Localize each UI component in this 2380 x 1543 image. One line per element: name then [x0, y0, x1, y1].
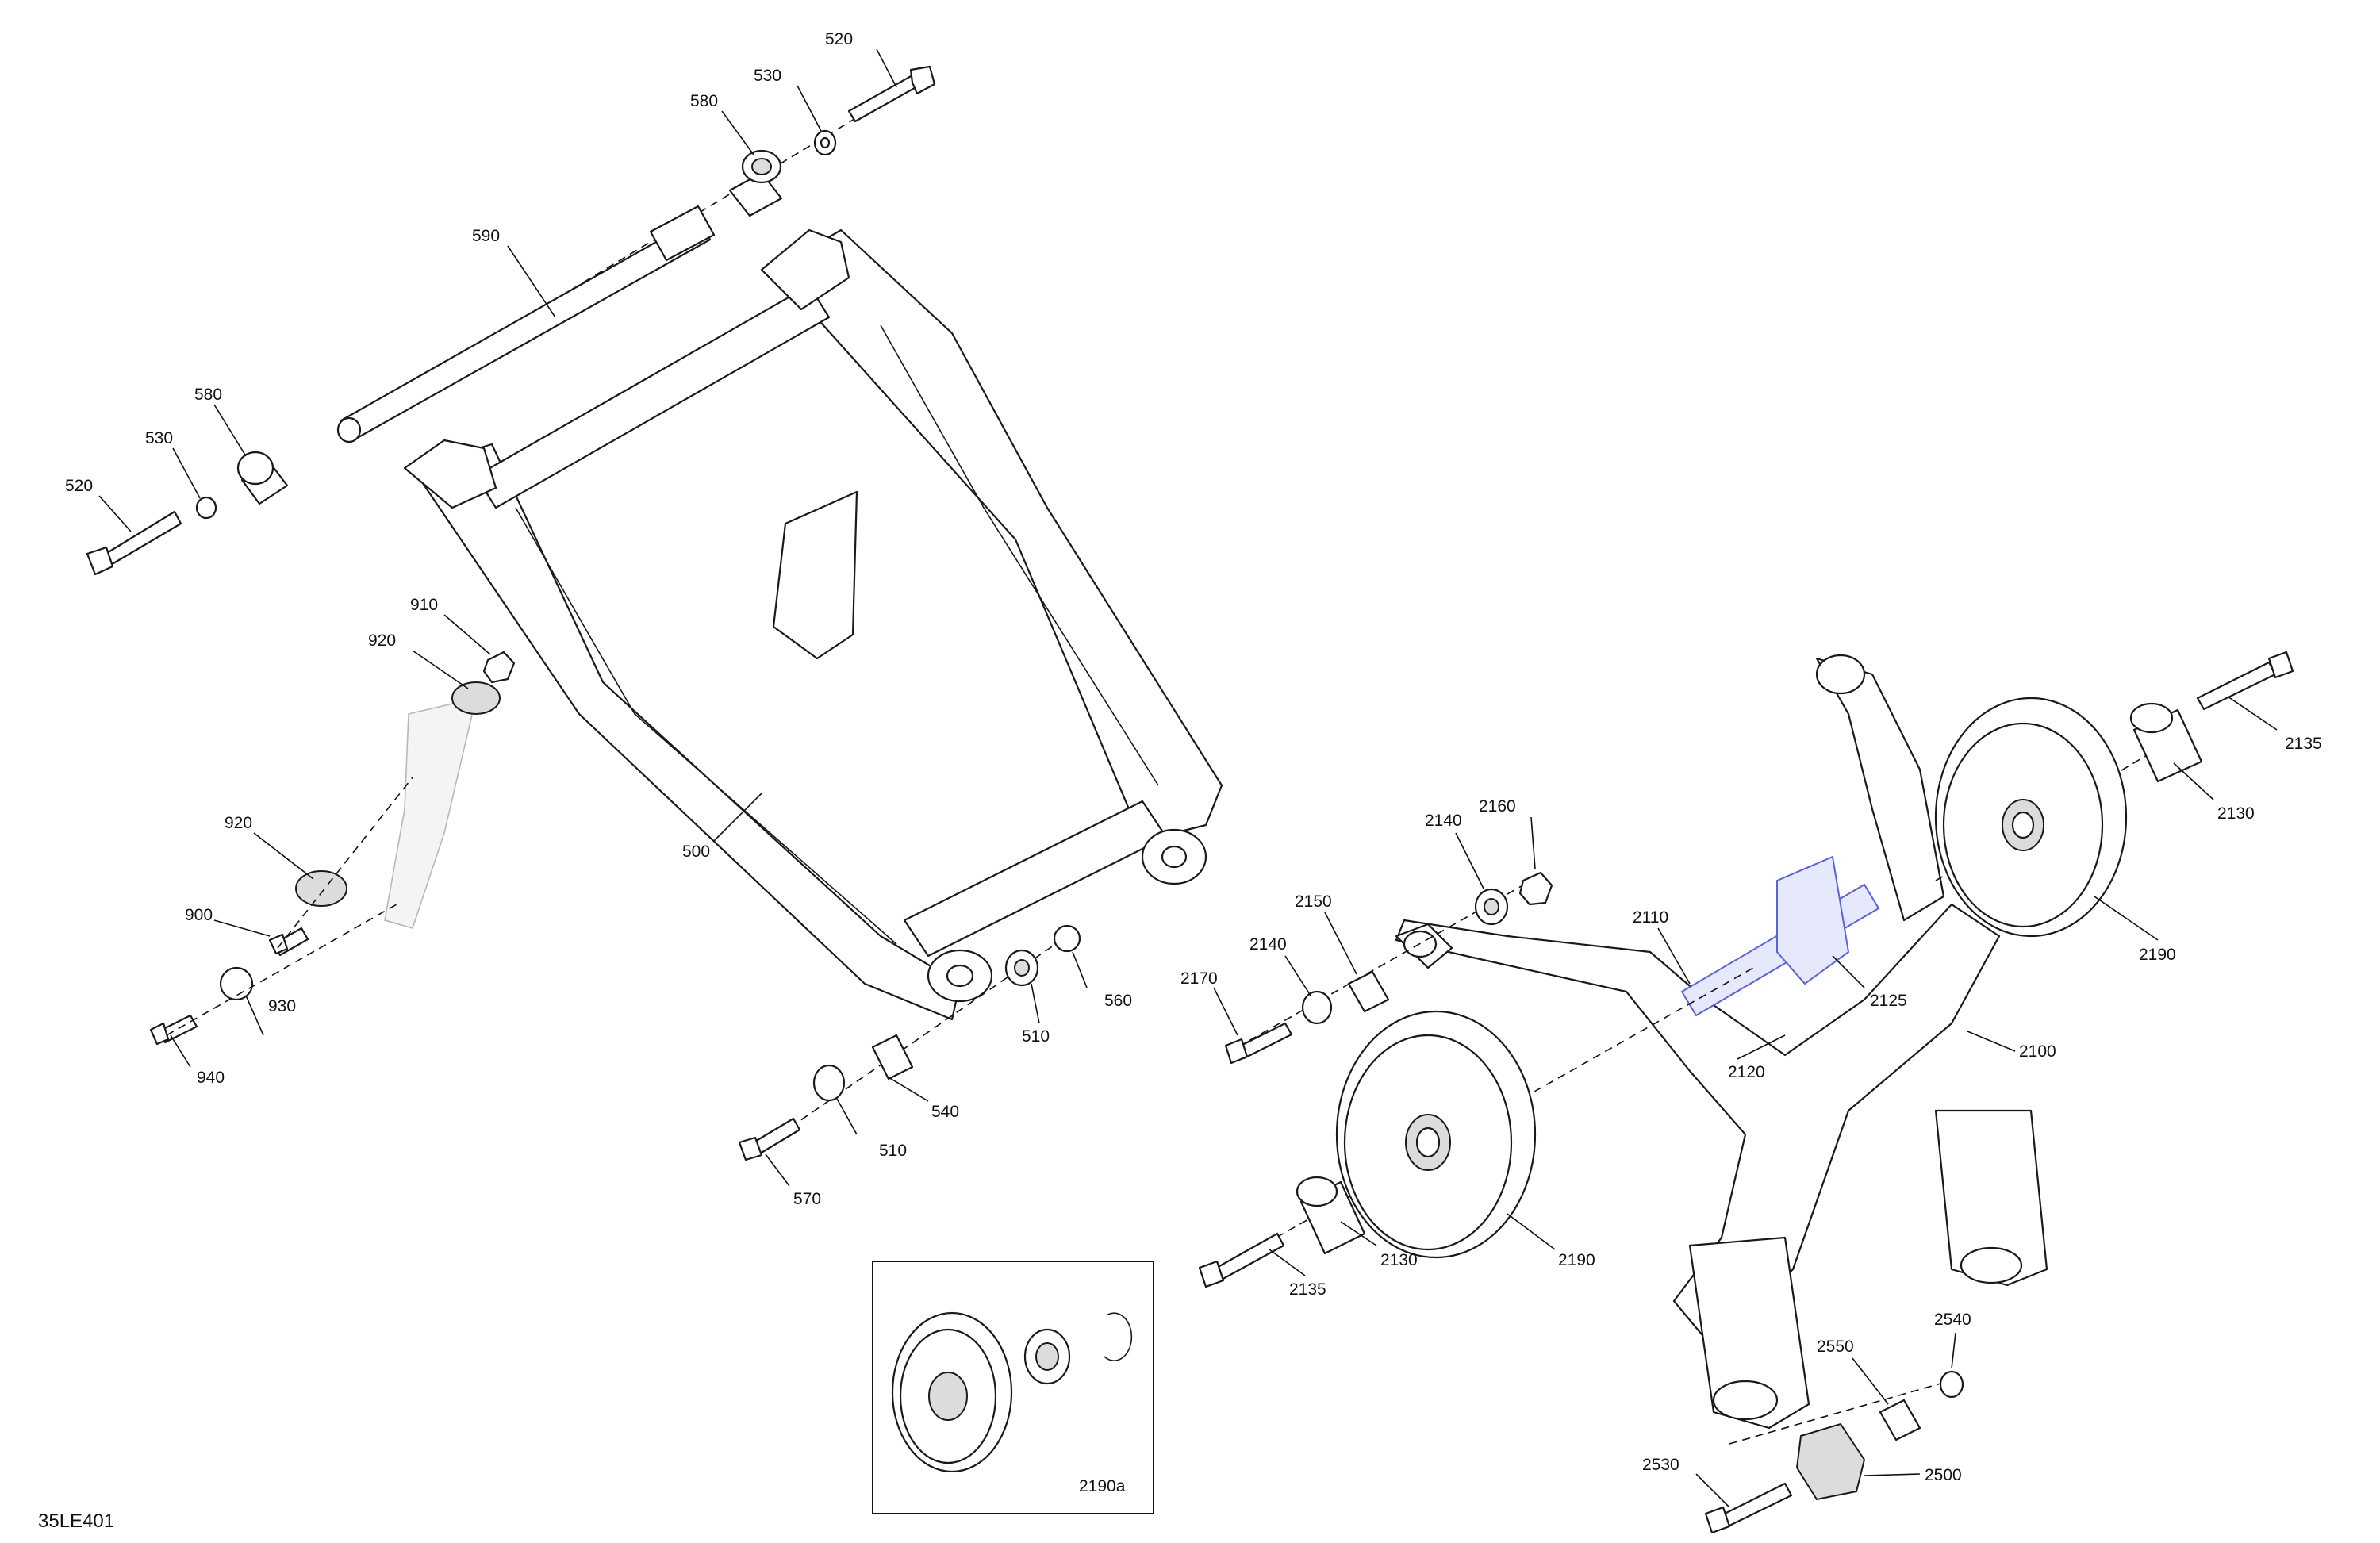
- detail-inset-2190a: 2190a: [872, 1261, 1154, 1514]
- bracket-2125: [1776, 855, 1850, 985]
- pivot-hardware-500: [738, 924, 1081, 1161]
- callout-2110: 2110: [1633, 908, 1668, 927]
- stopper-block-2500: [1795, 1422, 1866, 1501]
- left-arm-hardware: [1224, 871, 1553, 1065]
- callout-2135-right: 2135: [2285, 735, 2322, 753]
- shaft-590: [336, 205, 716, 443]
- bushing-560: [1053, 924, 1081, 953]
- callout-920-lower: 920: [225, 814, 252, 832]
- callout-910: 910: [410, 596, 438, 614]
- callout-2160: 2160: [1479, 797, 1516, 816]
- callout-2550: 2550: [1817, 1338, 1854, 1356]
- inset-snap-ring: [1104, 1312, 1133, 1361]
- callout-2120: 2120: [1728, 1063, 1765, 1081]
- callout-560: 560: [1104, 992, 1132, 1010]
- callout-2190-right: 2190: [2139, 946, 2176, 964]
- guard-plate: [384, 697, 478, 929]
- callout-2530: 2530: [1642, 1456, 1679, 1474]
- callout-530-left: 530: [145, 429, 173, 447]
- bushing-580-top: [728, 149, 783, 217]
- washer-2540: [1939, 1370, 1964, 1399]
- bolt-2530: [1704, 1482, 1793, 1534]
- callout-2170: 2170: [1180, 969, 1218, 988]
- callout-540: 540: [931, 1103, 959, 1121]
- stopper-assembly: [1704, 1370, 1964, 1534]
- bolt-520-left: [86, 510, 182, 576]
- callout-510-lower: 510: [879, 1142, 907, 1160]
- callout-2130-left: 2130: [1380, 1251, 1418, 1269]
- top-shaft-assembly: [86, 65, 936, 576]
- nut-2160: [1518, 871, 1553, 906]
- callout-2100: 2100: [2019, 1042, 2056, 1061]
- callout-labels: 520 530 580 590 580 530 520 910 920 920 …: [65, 30, 2322, 1484]
- leader-lines: [98, 48, 2278, 1508]
- a-frame-500: [403, 228, 1223, 1021]
- callout-590: 590: [472, 227, 500, 245]
- rear-frame-2100: [1395, 654, 2048, 1430]
- callout-2140-lower: 2140: [1250, 935, 1287, 954]
- callout-900: 900: [185, 906, 213, 924]
- bolt-2135-left: [1198, 1232, 1285, 1288]
- spacer-930: [219, 966, 254, 1001]
- callout-2540: 2540: [1934, 1311, 1971, 1329]
- bolt-940: [149, 1014, 198, 1046]
- guard-assembly: [149, 651, 516, 1046]
- callout-930: 930: [268, 997, 296, 1015]
- callout-2500: 2500: [1925, 1466, 1962, 1484]
- inset-label: 2190a: [1079, 1477, 1126, 1495]
- callout-580-top: 580: [690, 92, 718, 110]
- callout-920-top: 920: [368, 631, 396, 650]
- bolt-2170: [1224, 1022, 1293, 1065]
- callout-510-upper: 510: [1022, 1027, 1050, 1046]
- washer-920-lower: [295, 870, 347, 907]
- bushing-2130-left: [1296, 1176, 1366, 1255]
- callout-530-top: 530: [754, 67, 781, 85]
- callout-2130-right: 2130: [2217, 804, 2255, 823]
- callout-520-top: 520: [825, 30, 853, 48]
- washer-920-top: [451, 681, 501, 715]
- spacer-540: [871, 1034, 914, 1080]
- spacer-2150: [1347, 970, 1390, 1013]
- idler-wheel-2190-right: [1934, 697, 2190, 938]
- callout-580-left: 580: [194, 386, 222, 404]
- callout-2150: 2150: [1295, 892, 1332, 911]
- spacer-2550: [1879, 1399, 1921, 1441]
- callout-520-left: 520: [65, 477, 93, 495]
- callout-940: 940: [197, 1069, 225, 1087]
- washer-2140-lower: [1301, 990, 1333, 1025]
- callout-2140-upper: 2140: [1425, 812, 1462, 830]
- nut-910: [482, 651, 516, 684]
- callout-2135-left: 2135: [1289, 1280, 1326, 1299]
- bolt-2135-right: [2196, 651, 2294, 711]
- callout-2190-left: 2190: [1558, 1251, 1595, 1269]
- bolt-900: [268, 927, 309, 957]
- drawing-code: 35LE401: [38, 1510, 114, 1532]
- bushing-580-left: [236, 451, 289, 505]
- bolt-520-top: [847, 65, 936, 123]
- bushing-510-lower: [812, 1064, 846, 1102]
- idler-wheel-2190-left: [1205, 967, 1754, 1278]
- callout-570: 570: [793, 1190, 821, 1208]
- bushing-2130-right: [2129, 702, 2203, 783]
- washer-530-left: [195, 496, 217, 520]
- callout-2125: 2125: [1870, 992, 1907, 1010]
- callout-500: 500: [682, 843, 710, 861]
- bolt-570: [738, 1117, 801, 1161]
